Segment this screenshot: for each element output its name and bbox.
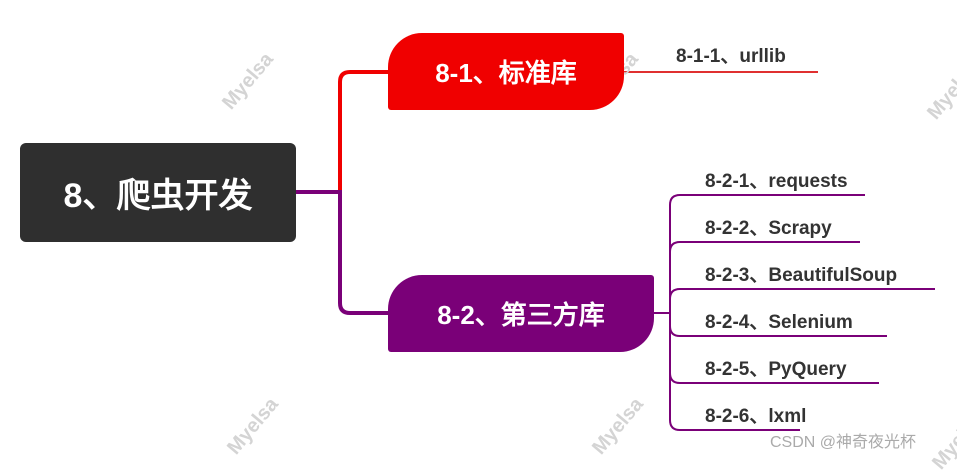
credit-text: CSDN @神奇夜光杯 [770,434,917,451]
leaf-node-selenium[interactable]: 8-2-4、Selenium [705,312,853,333]
leaf-node-lxml[interactable]: 8-2-6、lxml [705,406,807,427]
branch-node-standard-library[interactable]: 8-1、标准库 [388,33,624,110]
leaf-node-beautifulsoup[interactable]: 8-2-3、BeautifulSoup [705,265,898,286]
leaf-node-pyquery[interactable]: 8-2-5、PyQuery [705,359,847,380]
underline-scrapy [669,241,860,253]
connector-lines [296,70,935,431]
underline-selenium [669,325,887,337]
leaf-node-scrapy[interactable]: 8-2-2、Scrapy [705,218,832,239]
underline-lxml [669,205,800,431]
root-node[interactable]: 8、爬虫开发 [20,143,296,242]
underline-requests [669,194,865,206]
connector-root-to-8-2 [296,190,388,315]
connector-root-to-8-1 [296,70,388,194]
leaf-node-requests[interactable]: 8-2-1、requests [705,171,848,192]
underline-pyquery [669,372,879,384]
underline-beautifulsoup [669,288,935,300]
leaf-node-urllib[interactable]: 8-1-1、urllib [676,46,786,67]
branch-node-third-party-library[interactable]: 8-2、第三方库 [388,275,654,352]
